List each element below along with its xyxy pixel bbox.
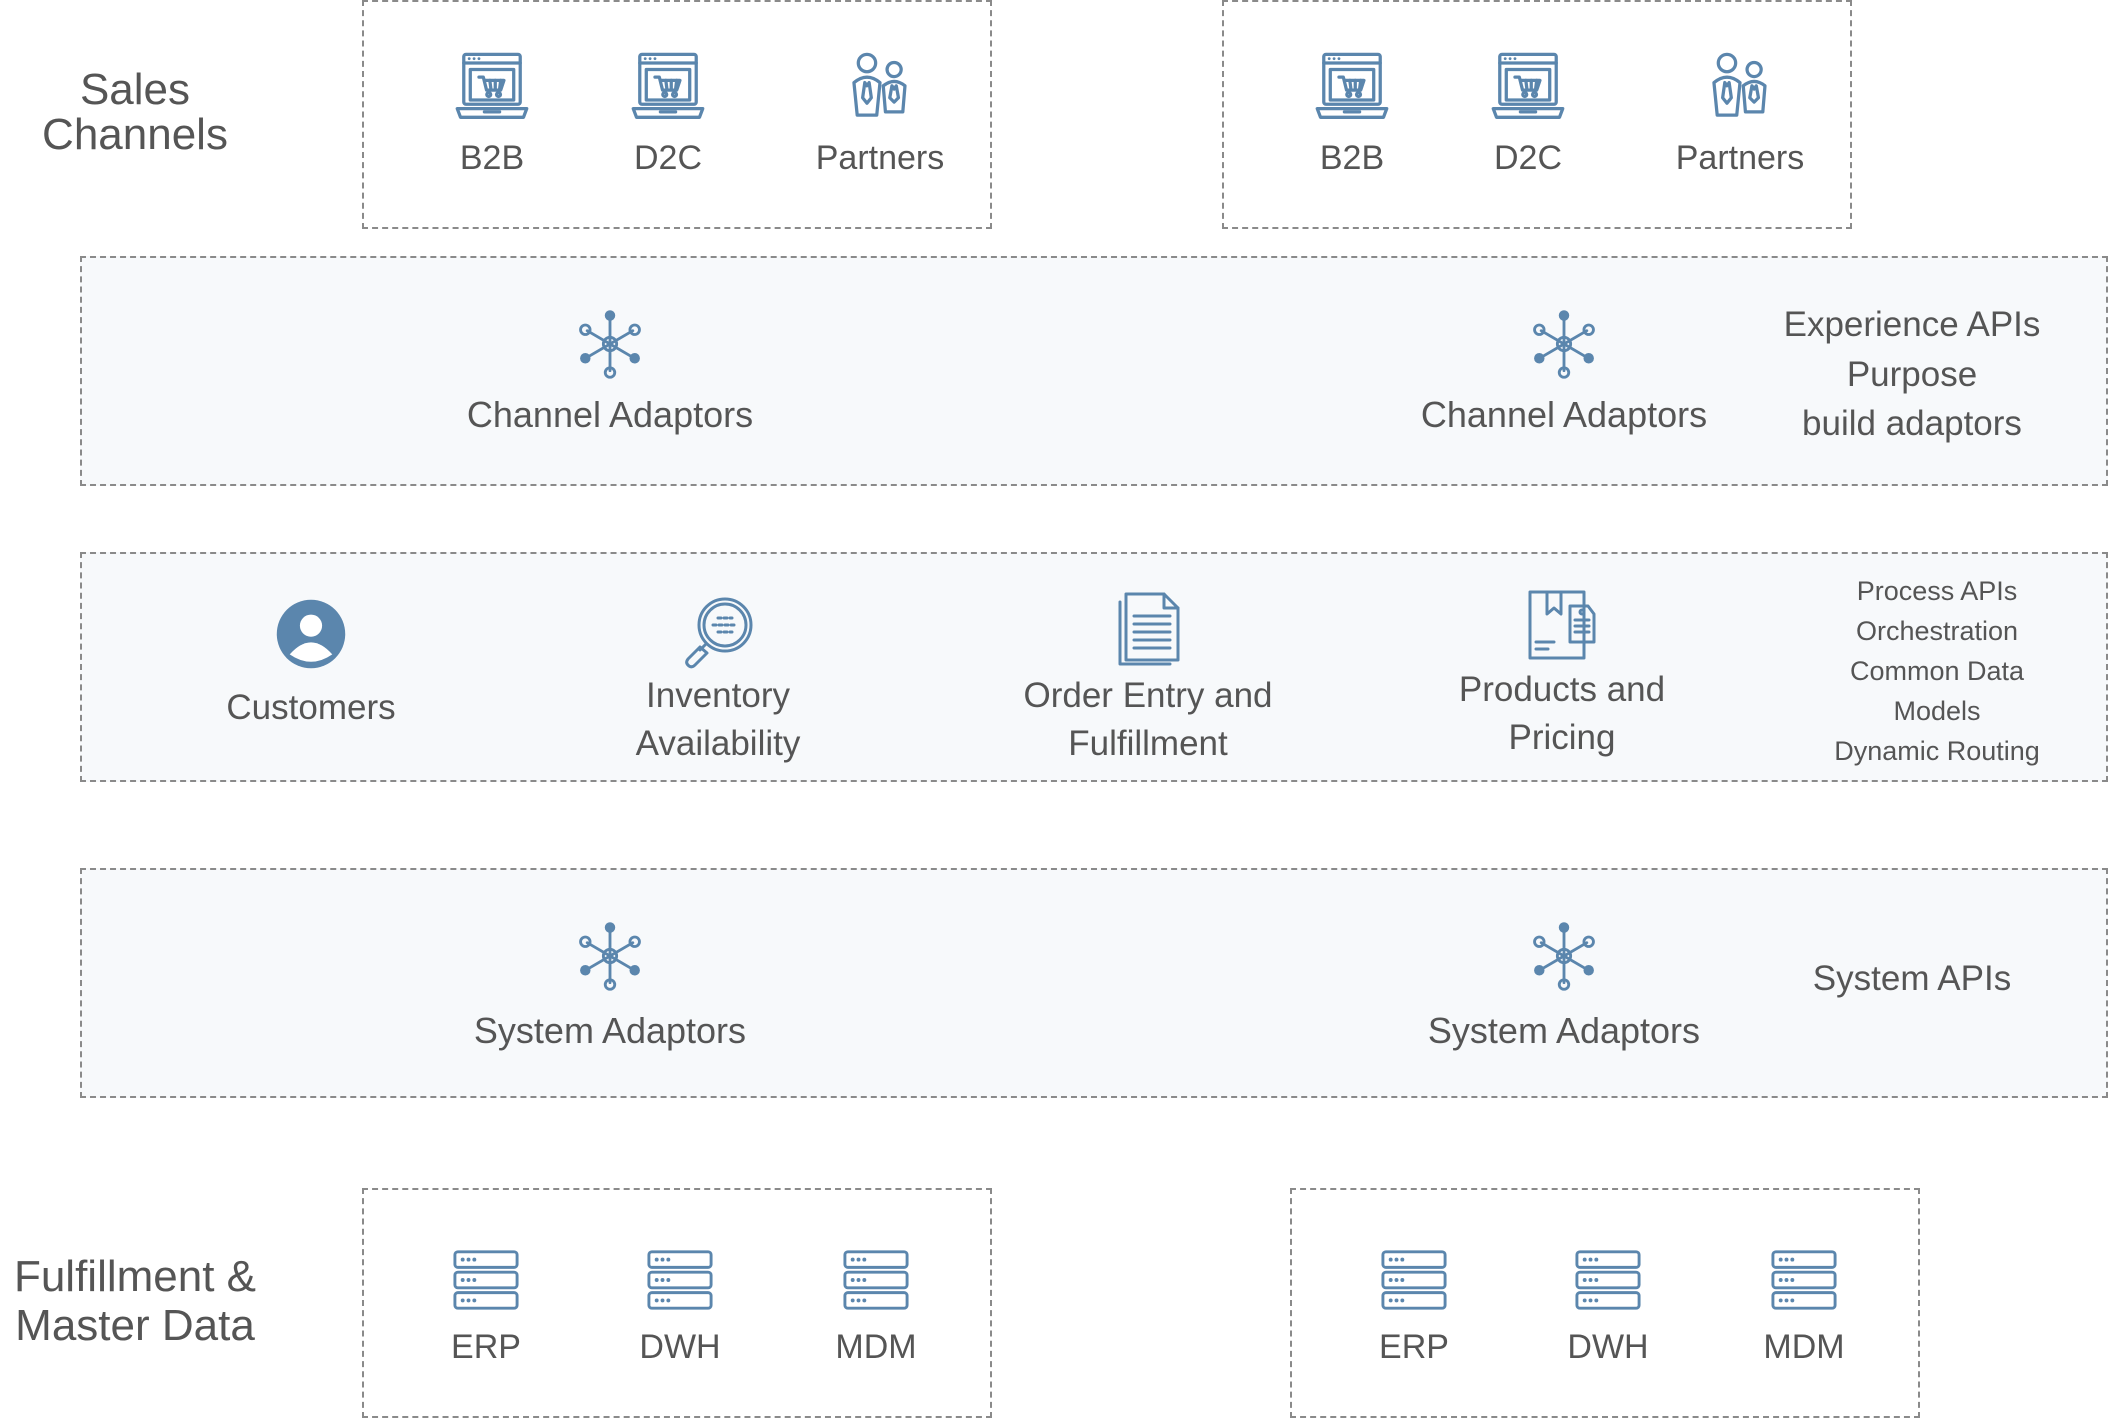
server-icon (842, 1246, 910, 1314)
process-apis-label: Process APIs Orchestration Common Data M… (1834, 576, 2040, 766)
sales-channels-box-left: B2B D2C Partners (362, 0, 992, 229)
magnifier-icon (678, 592, 758, 672)
experience-api-layer: Channel Adaptors Channel Adaptors Experi… (80, 256, 2108, 486)
web-shop-icon (1314, 50, 1390, 126)
mdm-label: MDM (1763, 1328, 1845, 1366)
hub-icon (1526, 918, 1602, 994)
channel-label: B2B (459, 139, 525, 177)
system-adaptors-label: System Adaptors (473, 1010, 747, 1051)
server-icon (1770, 1246, 1838, 1314)
erp-label: ERP (1379, 1328, 1449, 1366)
web-shop-icon (1490, 50, 1566, 126)
document-icon (1108, 588, 1188, 668)
server-icon (646, 1246, 714, 1314)
web-shop-icon (454, 50, 530, 126)
process-api-layer: Customers Inventory Availability Order E… (80, 552, 2108, 782)
server-icon (1574, 1246, 1642, 1314)
products-pricing-label: Products and Pricing (1458, 670, 1666, 758)
server-icon (452, 1246, 520, 1314)
hub-icon (572, 306, 648, 382)
channel-label: Partners (1675, 139, 1805, 177)
data-sources-box-right: ERP DWH MDM (1290, 1188, 1920, 1418)
dwh-label: DWH (639, 1328, 721, 1366)
people-icon (842, 50, 918, 126)
system-api-layer: System Adaptors System Adaptors System A… (80, 868, 2108, 1098)
system-apis-label: System APIs (1812, 959, 2012, 998)
mdm-label: MDM (835, 1328, 917, 1366)
experience-apis-label: Experience APIs Purpose build adaptors (1783, 305, 2041, 444)
channel-adaptors-label: Channel Adaptors (1420, 394, 1708, 435)
product-tag-icon (1522, 586, 1602, 666)
channel-adaptors-label: Channel Adaptors (466, 394, 754, 435)
channel-label: Partners (815, 139, 945, 177)
web-shop-icon (630, 50, 706, 126)
user-icon (274, 597, 348, 671)
customers-label: Customers (226, 688, 396, 727)
data-sources-box-left: ERP DWH MDM (362, 1188, 992, 1418)
hub-icon (572, 918, 648, 994)
people-icon (1702, 50, 1778, 126)
order-entry-label: Order Entry and Fulfillment (1023, 676, 1273, 764)
sales-channels-box-right: B2B D2C Partners (1222, 0, 1852, 229)
channel-label: D2C (1493, 139, 1563, 177)
server-icon (1380, 1246, 1448, 1314)
channel-label: D2C (633, 139, 703, 177)
erp-label: ERP (451, 1328, 521, 1366)
channel-label: B2B (1319, 139, 1385, 177)
sales-channels-label: Sales Channels (42, 65, 228, 159)
hub-icon (1526, 306, 1602, 382)
inventory-label: Inventory Availability (635, 676, 801, 764)
fulfillment-master-data-label: Fulfillment & Master Data (13, 1252, 257, 1351)
system-adaptors-label: System Adaptors (1427, 1010, 1701, 1051)
dwh-label: DWH (1567, 1328, 1649, 1366)
